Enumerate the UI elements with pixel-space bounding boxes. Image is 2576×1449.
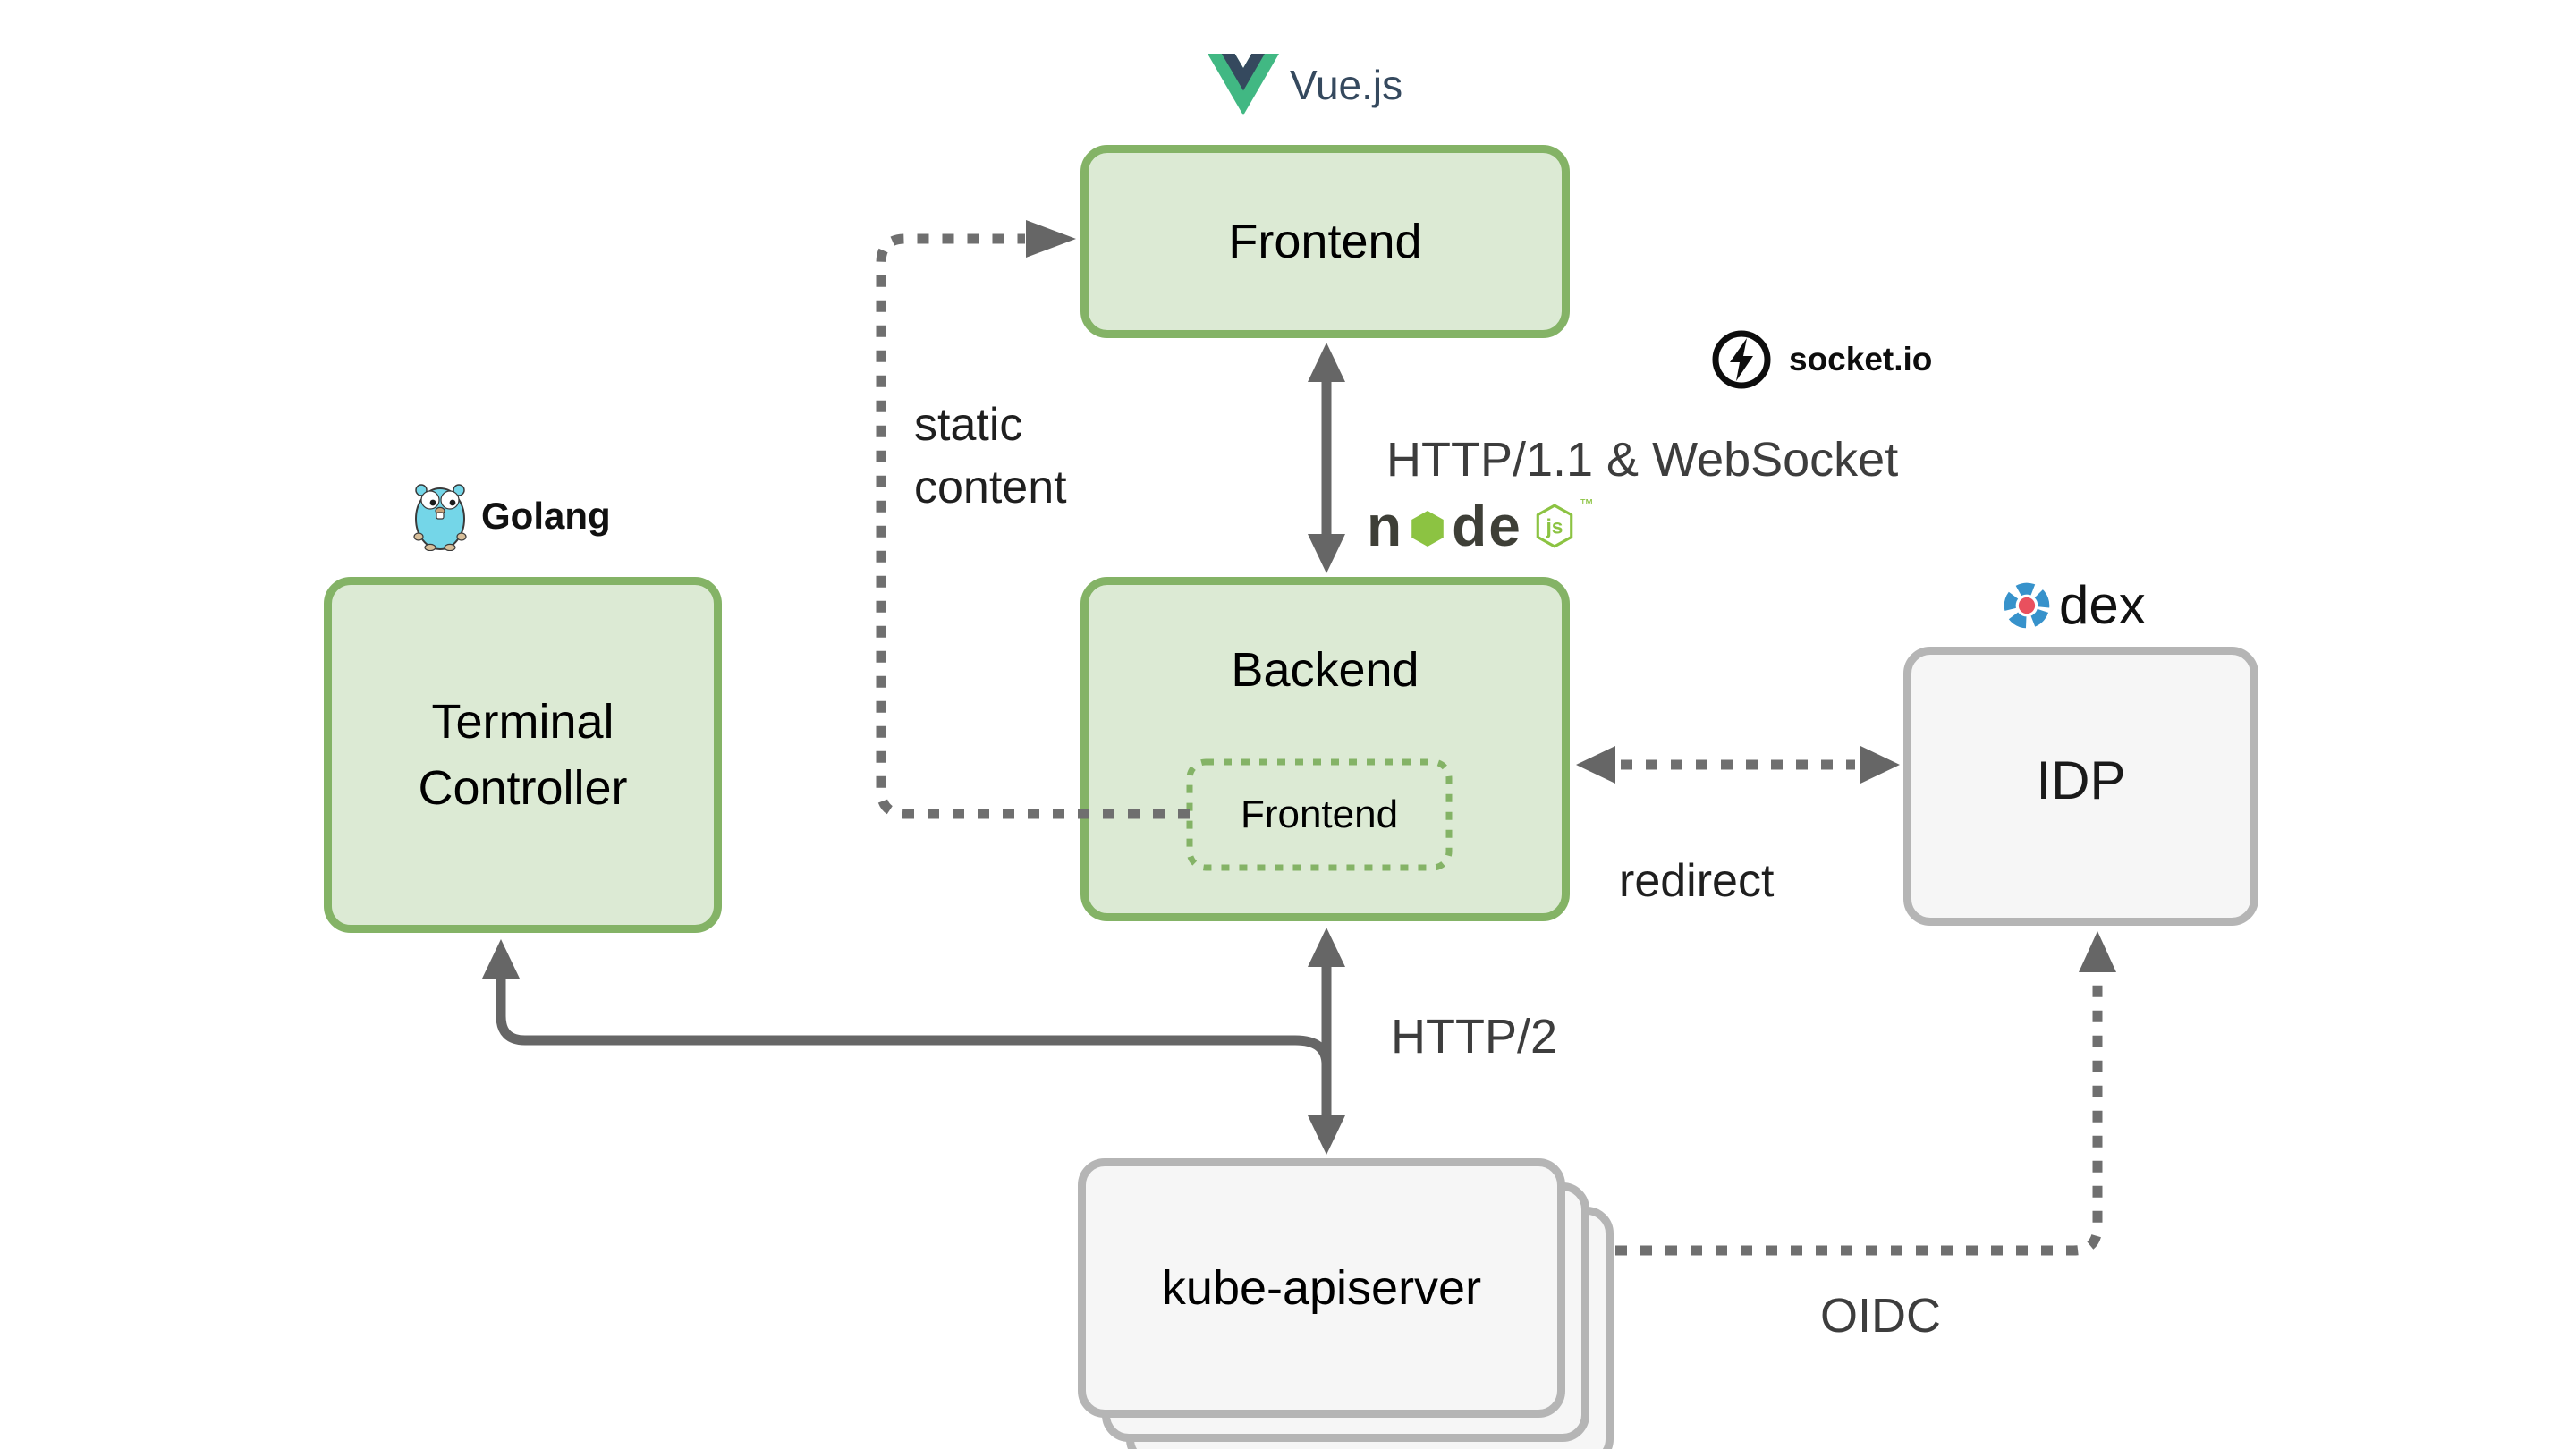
vuejs-icon	[1208, 54, 1279, 115]
golang-gopher-icon	[413, 484, 467, 551]
socketio-logo: socket.io	[1710, 328, 1932, 391]
edge-kube-idp	[1615, 931, 2116, 1256]
kube-apiserver-label: kube-apiserver	[1161, 1261, 1482, 1315]
nodejs-logo-text-de: de	[1452, 494, 1522, 558]
edge-backend-kube	[1308, 928, 1345, 1155]
nodejs-hexagon-icon	[1411, 511, 1444, 547]
nodejs-logo: n de js ™	[1367, 497, 1594, 555]
nodejs-logo-text-n: n	[1367, 494, 1404, 558]
edge-kube-terminal-controller	[482, 939, 1332, 1065]
edge-backend-idp	[1576, 746, 1900, 784]
nodejs-tm-mark: ™	[1579, 497, 1594, 513]
oidc-label: OIDC	[1820, 1289, 1941, 1343]
idp-node-label: IDP	[2036, 750, 2126, 810]
terminal-controller-label: Terminal Controller	[418, 695, 628, 815]
backend-node	[1080, 577, 1570, 921]
nodejs-js-badge-icon: js	[1536, 504, 1573, 548]
frontend-node-label: Frontend	[1228, 215, 1422, 268]
terminal-controller-node: Terminal Controller	[324, 577, 722, 933]
nodejs-js-badge-text: js	[1545, 514, 1563, 538]
dex-logo: dex	[2002, 574, 2146, 636]
socketio-logo-text: socket.io	[1789, 341, 1933, 377]
edge-frontend-backend	[1308, 343, 1345, 573]
backend-node-label: Backend	[1231, 643, 1419, 697]
static-content-label: static content	[914, 399, 1067, 513]
dex-icon	[2004, 582, 2050, 628]
vuejs-logo: Vue.js	[1208, 54, 1402, 115]
backend-embedded-frontend-node: Frontend	[1190, 762, 1449, 868]
golang-logo: Golang	[411, 481, 611, 551]
frontend-node: Frontend	[1080, 145, 1570, 338]
socketio-icon	[1712, 330, 1771, 389]
dex-logo-text: dex	[2059, 575, 2146, 635]
http2-label: HTTP/2	[1391, 1010, 1558, 1063]
backend-embedded-frontend-label: Frontend	[1240, 792, 1399, 836]
http11-websocket-label: HTTP/1.1 & WebSocket	[1386, 433, 1899, 487]
golang-logo-text: Golang	[481, 495, 611, 537]
vuejs-logo-text: Vue.js	[1290, 61, 1403, 108]
idp-node: IDP	[1903, 647, 2258, 926]
redirect-label: redirect	[1619, 855, 1775, 907]
kube-apiserver-node: kube-apiserver	[1078, 1158, 1565, 1418]
